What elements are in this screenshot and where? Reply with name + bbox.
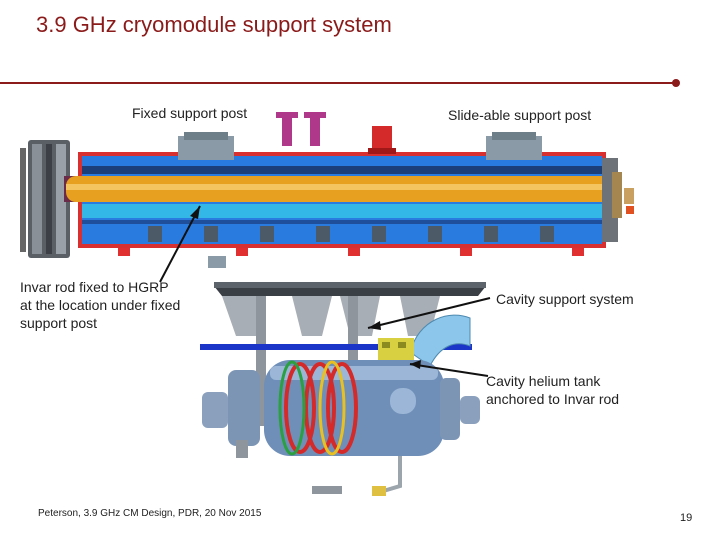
pointer-arrowheads [190,206,421,369]
label-slideable-support-post: Slide-able support post [448,107,592,123]
title-rule [0,82,676,84]
slide-footer: Peterson, 3.9 GHz CM Design, PDR, 20 Nov… [38,508,262,519]
title-rule-dot [672,79,680,87]
label-cavity-support-system: Cavity support system [496,291,634,307]
slide-title: 3.9 GHz cryomodule support system [36,12,392,37]
cavity-string-assembly [200,282,486,496]
page-number: 19 [680,512,693,524]
label-fixed-support-post: Fixed support post [132,105,248,121]
label-cavity-helium-tank: Cavity helium tank anchored to Invar rod [486,373,620,407]
pointer-lines [159,205,491,377]
cryomodule-assembly [20,112,634,268]
label-invar-rod: Invar rod fixed to HGRP at the location … [20,279,181,331]
